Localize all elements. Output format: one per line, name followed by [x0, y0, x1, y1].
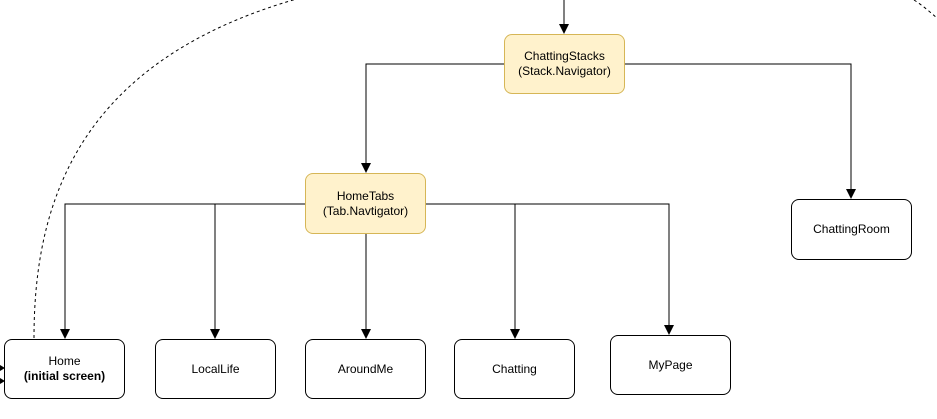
arrowhead-incoming-home-1 [0, 365, 5, 371]
node-hometabs[interactable]: HomeTabs (Tab.Navtigator) [305, 173, 426, 234]
node-aroundme-title: AroundMe [337, 361, 394, 376]
node-home-subtitle: (initial screen) [23, 369, 106, 383]
node-home[interactable]: Home (initial screen) [4, 339, 125, 399]
node-chattingstacks-subtitle: (Stack.Navigator) [518, 64, 611, 78]
node-hometabs-subtitle: (Tab.Navtigator) [322, 203, 409, 218]
arrowhead-incoming-home-2 [0, 378, 5, 384]
node-chattingstacks-title: ChattingStacks [524, 49, 605, 63]
edge-hometabs-chatting [425, 203, 520, 339]
node-mypage-title: MyPage [648, 357, 693, 372]
node-chatting[interactable]: Chatting [454, 339, 575, 399]
edge-chattingstacks-hometabs [361, 63, 505, 173]
edge-chattingstacks-chattingroom [624, 63, 856, 199]
node-hometabs-title: HomeTabs [336, 188, 395, 203]
node-locallife[interactable]: LocalLife [155, 339, 276, 399]
node-locallife-title: LocalLife [191, 361, 240, 376]
node-home-title: Home [48, 354, 81, 368]
edge-dashed-curve-left [33, 0, 296, 339]
node-mypage[interactable]: MyPage [610, 335, 731, 395]
edge-dashed-curve-right [913, 0, 937, 19]
node-chatting-title: Chatting [492, 361, 537, 376]
edge-hometabs-mypage [515, 203, 674, 335]
node-chattingroom-title: ChattingRoom [813, 222, 890, 236]
edge-hometabs-home [60, 203, 306, 339]
node-chattingroom[interactable]: ChattingRoom [791, 199, 912, 260]
node-aroundme[interactable]: AroundMe [305, 339, 426, 399]
node-chattingstacks[interactable]: ChattingStacks (Stack.Navigator) [504, 34, 625, 94]
